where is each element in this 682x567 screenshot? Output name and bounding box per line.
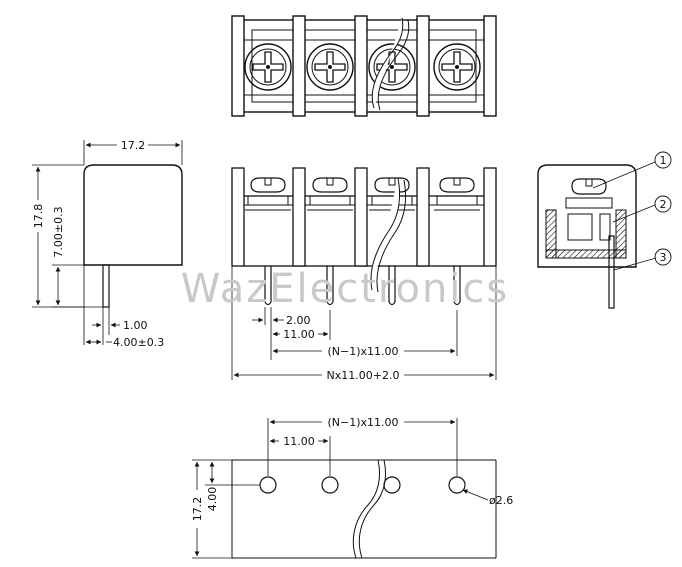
side-pin-width-label: 1.00 bbox=[123, 319, 148, 332]
pcb-height-label: 17.2 bbox=[191, 497, 204, 522]
pcb-layout-view: (N−1)x11.00 11.00 17.2 4.00 ø2.6 bbox=[191, 416, 513, 559]
side-pin-length-label: 7.00±0.3 bbox=[52, 206, 65, 257]
top-barriers bbox=[231, 15, 497, 117]
front-screw bbox=[307, 177, 353, 211]
callout-3: 3 bbox=[660, 251, 667, 264]
pcb-hole-diameter-label: ø2.6 bbox=[489, 494, 513, 507]
side-height-label: 17.8 bbox=[32, 204, 45, 229]
top-screw bbox=[244, 43, 292, 91]
watermark-text: WazElectronics bbox=[181, 266, 510, 312]
top-screw bbox=[306, 43, 354, 91]
pcb-break-line bbox=[352, 459, 387, 559]
front-break-line bbox=[370, 177, 407, 293]
front-view: 2.00 11.00 (N−1)x11.00 Nx11.00+2.0 bbox=[231, 167, 497, 382]
section-view: 1 2 3 bbox=[537, 151, 672, 309]
top-screw bbox=[433, 43, 481, 91]
front-screw bbox=[245, 177, 291, 211]
side-pin-offset-label: 4.00±0.3 bbox=[113, 336, 164, 349]
pcb-span-label: (N−1)x11.00 bbox=[327, 416, 398, 429]
top-screw bbox=[368, 43, 416, 91]
front-barriers bbox=[231, 167, 497, 267]
front-span-label: (N−1)x11.00 bbox=[327, 345, 398, 358]
front-total-label: Nx11.00+2.0 bbox=[327, 369, 400, 382]
front-pins bbox=[264, 266, 461, 306]
pcb-hole-offset-label: 4.00 bbox=[206, 487, 219, 512]
pcb-holes bbox=[259, 476, 466, 494]
front-screw bbox=[434, 177, 480, 211]
callout-1: 1 bbox=[660, 154, 667, 167]
front-pin-width-label: 2.00 bbox=[286, 314, 311, 327]
top-view bbox=[231, 15, 497, 117]
section-hatch bbox=[545, 209, 627, 259]
side-view: 17.2 17.8 7.00±0.3 1.00 4.00±0.3 bbox=[32, 139, 183, 349]
front-pitch-label: 11.00 bbox=[283, 328, 315, 341]
callout-2: 2 bbox=[660, 198, 667, 211]
top-break-line bbox=[371, 17, 410, 111]
side-width-label: 17.2 bbox=[121, 139, 146, 152]
pcb-pitch-label: 11.00 bbox=[283, 435, 315, 448]
